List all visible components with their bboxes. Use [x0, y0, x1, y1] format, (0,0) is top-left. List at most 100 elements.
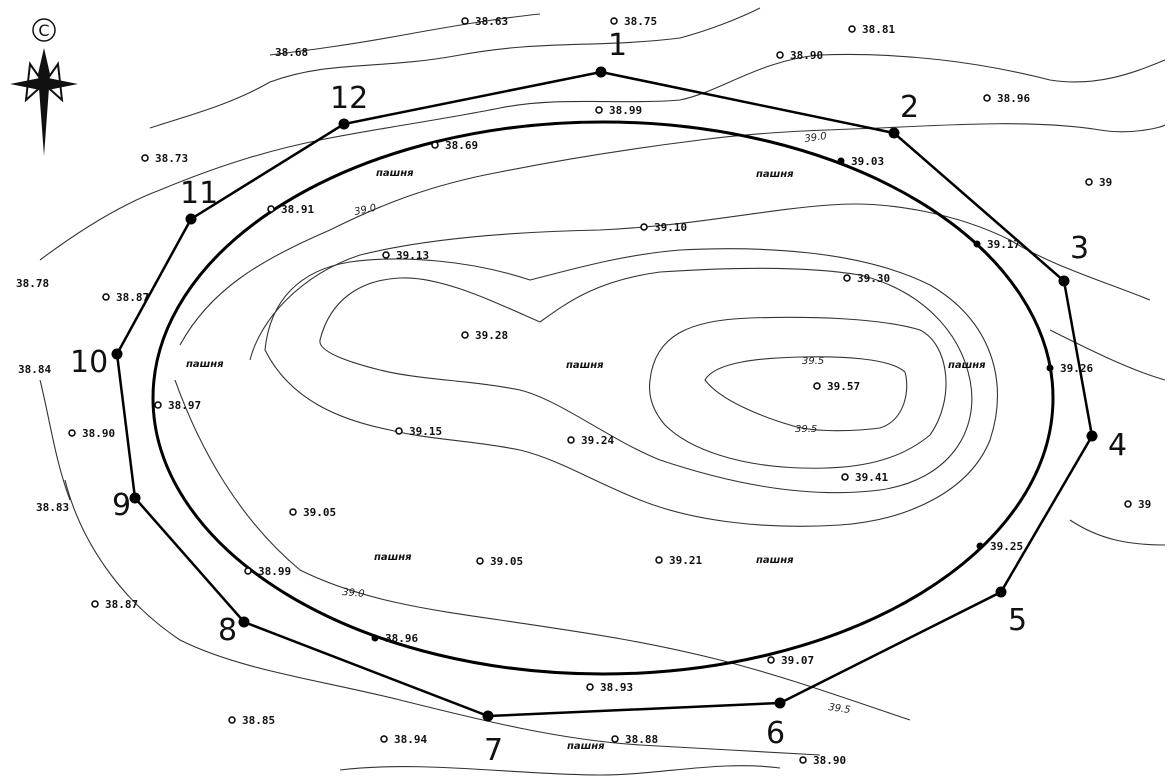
spot-height: 38.88 [611, 733, 658, 746]
land-use-label: пашня [756, 169, 794, 180]
svg-text:39.07: 39.07 [781, 654, 814, 667]
vertex-6-label: 6 [766, 716, 785, 751]
svg-text:38.97: 38.97 [168, 399, 201, 412]
contour-label: 39.0 [353, 203, 377, 218]
svg-text:39.21: 39.21 [669, 554, 702, 567]
spot-height: 39.03 [837, 155, 884, 168]
land-use-label: пашня [756, 555, 794, 566]
contour-label: 39.5 [828, 702, 852, 716]
vertex-5-label: 5 [1008, 603, 1027, 638]
svg-text:38.93: 38.93 [600, 681, 633, 694]
spot-height: 39.05 [289, 506, 336, 519]
spot-height: 39.30 [843, 272, 890, 285]
svg-text:38.96: 38.96 [385, 632, 418, 645]
svg-text:38.81: 38.81 [862, 23, 895, 36]
svg-text:39.03: 39.03 [851, 155, 884, 168]
spot-height: 39.28 [461, 329, 508, 342]
svg-text:39.57: 39.57 [827, 380, 860, 393]
spot-height: 39.41 [841, 471, 888, 484]
vertex-8-marker [238, 616, 250, 628]
contour-label: 39.5 [795, 424, 817, 435]
svg-text:38.90: 38.90 [790, 49, 823, 62]
contour-label: 39.0 [342, 587, 365, 600]
vertex-10-label: 10 [70, 345, 108, 380]
svg-text:39.05: 39.05 [490, 555, 523, 568]
vertex-4-label: 4 [1108, 428, 1127, 463]
svg-text:39.13: 39.13 [396, 249, 429, 262]
svg-text:39.28: 39.28 [475, 329, 508, 342]
vertex-2-marker [888, 127, 900, 139]
svg-text:38.96: 38.96 [997, 92, 1030, 105]
spot-height: 39 [1124, 498, 1151, 511]
spot-height: 38.85 [228, 714, 275, 727]
svg-text:39.10: 39.10 [654, 221, 687, 234]
svg-text:39.25: 39.25 [990, 540, 1023, 553]
vertex-7-label: 7 [484, 733, 503, 768]
spot-height: 39.10 [640, 221, 687, 234]
vertex-8-label: 8 [218, 613, 237, 648]
vertex-1-marker [595, 66, 607, 78]
land-use-label: пашня [186, 359, 224, 370]
vertex-11-marker [185, 213, 197, 225]
spot-height: 39.24 [567, 434, 614, 447]
svg-text:38.73: 38.73 [155, 152, 188, 165]
vertex-12-marker [338, 118, 350, 130]
svg-text:39.24: 39.24 [581, 434, 614, 447]
svg-text:38.84: 38.84 [18, 363, 51, 376]
vertex-12-label: 12 [330, 81, 368, 116]
spot-height: 38.84 [18, 363, 51, 376]
vertex-4-marker [1086, 430, 1098, 442]
svg-text:38.90: 38.90 [813, 754, 846, 767]
vertex-9-label: 9 [112, 488, 131, 523]
svg-text:38.78: 38.78 [16, 277, 49, 290]
svg-text:38.63: 38.63 [475, 15, 508, 28]
vertex-9-marker [129, 492, 141, 504]
land-use-label: пашня [374, 552, 412, 563]
spot-height: 39 [1085, 176, 1112, 189]
spot-height: 38.93 [586, 681, 633, 694]
north-compass-icon: С [10, 18, 78, 156]
vertex-5-marker [995, 586, 1007, 598]
spot-height: 39.25 [976, 540, 1023, 553]
spot-height: 38.63 [461, 15, 508, 28]
svg-text:39.17: 39.17 [987, 238, 1020, 251]
spot-height: 38.78 [16, 277, 49, 290]
land-use-label: пашня [376, 168, 414, 179]
svg-text:38.85: 38.85 [242, 714, 275, 727]
vertex-2-label: 2 [900, 90, 919, 125]
svg-text:38.87: 38.87 [116, 291, 149, 304]
spot-height: 38.96 [371, 632, 418, 645]
svg-text:38.83: 38.83 [36, 501, 69, 514]
vertex-10-marker [111, 348, 123, 360]
svg-text:38.99: 38.99 [258, 565, 291, 578]
vertex-3-marker [1058, 275, 1070, 287]
land-use-label: пашня [567, 741, 605, 752]
spot-height: 39.26 [1046, 362, 1093, 375]
vertex-11-label: 11 [180, 176, 218, 211]
spot-height: 38.69 [431, 139, 478, 152]
vertex-1-label: 1 [608, 28, 627, 63]
spot-height: 38.91 [267, 203, 314, 216]
contour-labels-layer: 39.039.039.039.539.539.5 [342, 131, 851, 716]
svg-text:39.05: 39.05 [303, 506, 336, 519]
spot-height: 39.21 [655, 554, 702, 567]
svg-text:38.87: 38.87 [105, 598, 138, 611]
svg-text:39.41: 39.41 [855, 471, 888, 484]
spot-height: 38.99 [595, 104, 642, 117]
vertex-7-marker [482, 710, 494, 722]
contour-label: 39.0 [804, 131, 828, 145]
vertex-6-marker [774, 697, 786, 709]
svg-text:38.91: 38.91 [281, 203, 314, 216]
spot-height: 38.68 [275, 46, 308, 59]
svg-text:38.69: 38.69 [445, 139, 478, 152]
vertex-3-label: 3 [1070, 231, 1089, 266]
svg-text:39.26: 39.26 [1060, 362, 1093, 375]
spot-height: 39.07 [767, 654, 814, 667]
contour-lines [39, 7, 1166, 776]
spot-height: 38.81 [848, 23, 895, 36]
compass-letter: С [38, 21, 49, 40]
spot-height: 38.96 [983, 92, 1030, 105]
spot-height: 38.99 [244, 565, 291, 578]
